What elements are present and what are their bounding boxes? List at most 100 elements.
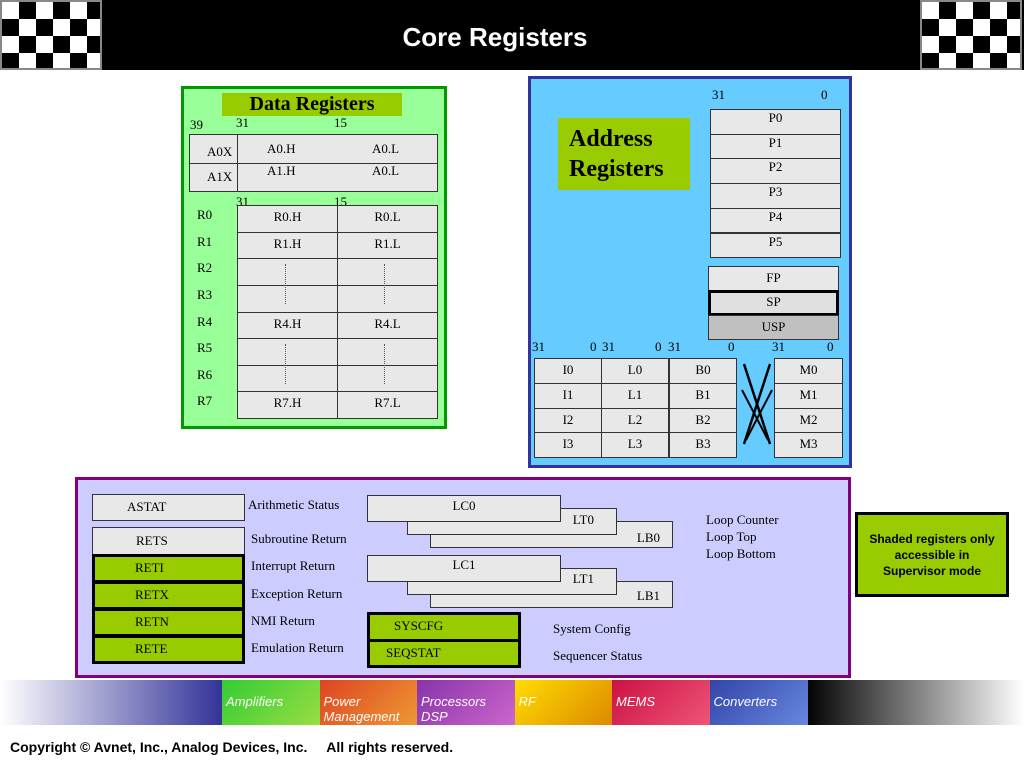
register-b1: B1 (669, 382, 737, 409)
register-lc0: LC0 (367, 495, 561, 522)
register-r2-high (237, 258, 338, 286)
register-r5-low (337, 338, 438, 366)
register-lc1: LC1 (367, 555, 561, 582)
bit-label: 0 (827, 339, 834, 354)
bit-label: 31 (236, 115, 249, 130)
register-m0: M0 (774, 358, 843, 384)
banner-tile: Power Management (319, 680, 418, 725)
banner-tile: Processors DSP (417, 680, 515, 725)
bit-label: 0 (655, 339, 662, 354)
register-l0: L0 (601, 358, 669, 384)
register-description: Emulation Return (251, 640, 344, 655)
register-syscfg: SYSCFG (367, 612, 521, 642)
bit-label: 39 (190, 117, 203, 132)
register-label-r5: R5 (197, 340, 213, 356)
checkered-flag-left (0, 0, 102, 70)
register-p1: P1 (710, 133, 841, 160)
bit-label: 0 (590, 339, 597, 354)
register-rets: RETS (92, 527, 245, 555)
banner-gradient-left (0, 680, 222, 725)
register-a0l: A0.L (372, 141, 400, 156)
register-r1-low: R1.L (337, 231, 438, 260)
register-l1: L1 (601, 382, 669, 409)
register-fp: FP (708, 266, 839, 291)
register-r2-low (337, 258, 438, 286)
register-astat: ASTAT (92, 494, 245, 521)
register-a0h: A0.H (267, 141, 296, 156)
register-b2: B2 (669, 407, 737, 434)
bit-label: 31 (772, 339, 785, 354)
register-r7-low: R7.L (337, 391, 438, 419)
banner-tile: Converters (709, 680, 808, 725)
register-l3: L3 (601, 432, 669, 458)
register-label-r7: R7 (197, 393, 213, 409)
register-r0-high: R0.H (237, 205, 338, 233)
register-r3-high (237, 284, 338, 313)
bit-label: 31 (712, 87, 725, 102)
loop-description: Loop Counter (706, 512, 779, 527)
copyright-text: Copyright © Avnet, Inc., Analog Devices,… (10, 739, 454, 755)
bit-label: 0 (728, 339, 735, 354)
register-r5-high (237, 338, 338, 366)
banner-tile: MEMS (612, 680, 710, 725)
register-i2: I2 (534, 407, 602, 434)
register-retx: RETX (92, 581, 245, 610)
accumulator-table: A0X A0.H A0.L A1X A1.H A0.L (189, 134, 438, 192)
register-seqstat: SEQSTAT (367, 639, 521, 668)
loop-description: Loop Top (706, 529, 757, 544)
register-retn: RETN (92, 608, 245, 637)
register-label-r2: R2 (197, 260, 213, 276)
register-description: Exception Return (251, 586, 343, 601)
register-a1h: A1.H (267, 163, 296, 178)
heading-line: Address (569, 126, 653, 152)
register-r0-low: R0.L (337, 205, 438, 233)
bit-label: 31 (602, 339, 615, 354)
register-description: System Config (553, 621, 631, 636)
register-p4: P4 (710, 207, 841, 234)
register-label-r1: R1 (197, 233, 213, 249)
ellipsis-line (285, 344, 286, 385)
address-registers-heading: Address Registers (558, 118, 690, 190)
page-title: Core Registers (402, 22, 588, 52)
bit-label: 15 (334, 115, 347, 130)
register-description: Sequencer Status (553, 648, 643, 663)
ellipsis-line (384, 264, 385, 305)
loop-description: Loop Bottom (706, 546, 776, 561)
register-p5: P5 (710, 232, 841, 259)
register-rete: RETE (92, 635, 245, 664)
register-i1: I1 (534, 382, 602, 409)
register-a1x: A1X (207, 169, 233, 184)
supervisor-note: Shaded registers only accessible in Supe… (855, 512, 1009, 597)
bit-label: 31 (668, 339, 681, 354)
register-a0x: A0X (207, 144, 233, 159)
register-usp: USP (708, 315, 839, 340)
register-label-r0: R0 (197, 207, 213, 222)
header-bar (0, 0, 1024, 70)
register-m3: M3 (774, 432, 843, 458)
ellipsis-line (384, 344, 385, 385)
register-p3: P3 (710, 183, 841, 209)
ellipsis-line (285, 264, 286, 305)
register-description: Arithmetic Status (248, 497, 340, 512)
register-m2: M2 (774, 407, 843, 434)
register-r7-high: R7.H (237, 391, 338, 419)
register-m1: M1 (774, 382, 843, 409)
register-description: NMI Return (251, 613, 315, 628)
register-l2: L2 (601, 407, 669, 434)
register-b3: B3 (669, 432, 737, 458)
checkered-flag-right (920, 0, 1022, 70)
register-r4-high: R4.H (237, 311, 338, 340)
register-p2: P2 (710, 158, 841, 185)
register-a1l: A0.L (372, 163, 400, 178)
register-r6-low (337, 364, 438, 393)
cross-connect-icon (741, 363, 773, 445)
banner-gradient-right (805, 680, 1024, 725)
banner-tile: Amplifiers (222, 680, 320, 725)
register-label-r3: R3 (197, 286, 213, 302)
register-reti: RETI (92, 554, 245, 583)
register-sp: SP (708, 290, 839, 316)
register-label-r4: R4 (197, 313, 213, 329)
register-description: Interrupt Return (251, 558, 336, 573)
heading-line: Registers (569, 156, 664, 182)
bit-label: 0 (821, 87, 828, 102)
